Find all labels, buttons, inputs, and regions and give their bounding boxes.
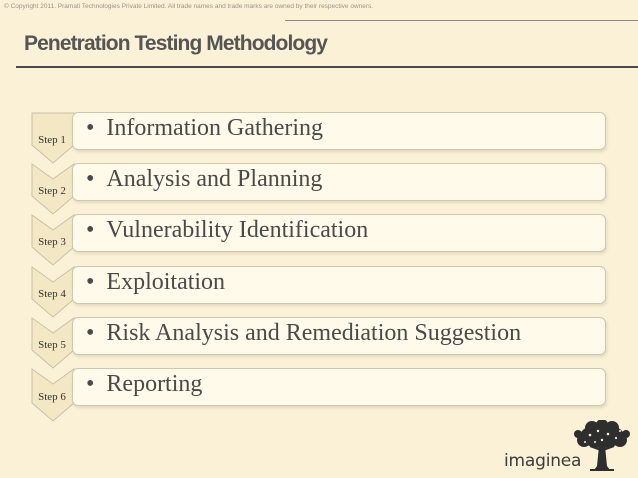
tree-logo-icon xyxy=(570,419,634,472)
step-label-1: Step 1 xyxy=(38,134,66,146)
step-label-4: Step 4 xyxy=(38,288,66,300)
title-underline xyxy=(16,66,638,68)
bullet: • xyxy=(86,269,95,295)
step-box-2 xyxy=(72,163,606,201)
step-label-2: Step 2 xyxy=(38,185,66,197)
step-text-label: Reporting xyxy=(106,371,203,397)
header-divider xyxy=(285,20,638,21)
step-box-5 xyxy=(72,317,606,355)
bullet: • xyxy=(86,371,95,397)
step-chevron xyxy=(31,112,75,164)
step-text-label: Information Gathering xyxy=(106,115,324,141)
bullet: • xyxy=(86,115,95,141)
step-label-3: Step 3 xyxy=(38,236,66,248)
step-box-6 xyxy=(72,368,606,406)
step-text-6: • Reporting xyxy=(86,371,202,398)
step-text-1: • Information Gathering xyxy=(86,115,323,142)
copyright-notice: © Copyright 2011. Pramati Technologies P… xyxy=(4,3,374,10)
bullet: • xyxy=(86,166,95,192)
bullet: • xyxy=(86,320,95,346)
step-text-label: Exploitation xyxy=(106,269,226,295)
step-text-2: • Analysis and Planning xyxy=(86,166,322,193)
step-text-label: Analysis and Planning xyxy=(106,166,323,192)
step-box-1 xyxy=(72,112,606,150)
step-text-3: • Vulnerability Identification xyxy=(86,217,368,244)
step-text-label: Vulnerability Identification xyxy=(106,217,369,243)
step-text-4: • Exploitation xyxy=(86,269,225,296)
imaginea-logo-text: imaginea xyxy=(504,451,582,471)
step-label-6: Step 6 xyxy=(38,391,66,403)
step-box-3 xyxy=(72,214,606,252)
step-text-5: • Risk Analysis and Remediation Suggestio… xyxy=(86,320,521,347)
bullet: • xyxy=(86,217,95,243)
slide-title: Penetration Testing Methodology xyxy=(24,32,328,55)
step-text-label: Risk Analysis and Remediation Suggestion xyxy=(106,320,522,346)
step-label-5: Step 5 xyxy=(38,339,66,351)
step-box-4 xyxy=(72,266,606,304)
